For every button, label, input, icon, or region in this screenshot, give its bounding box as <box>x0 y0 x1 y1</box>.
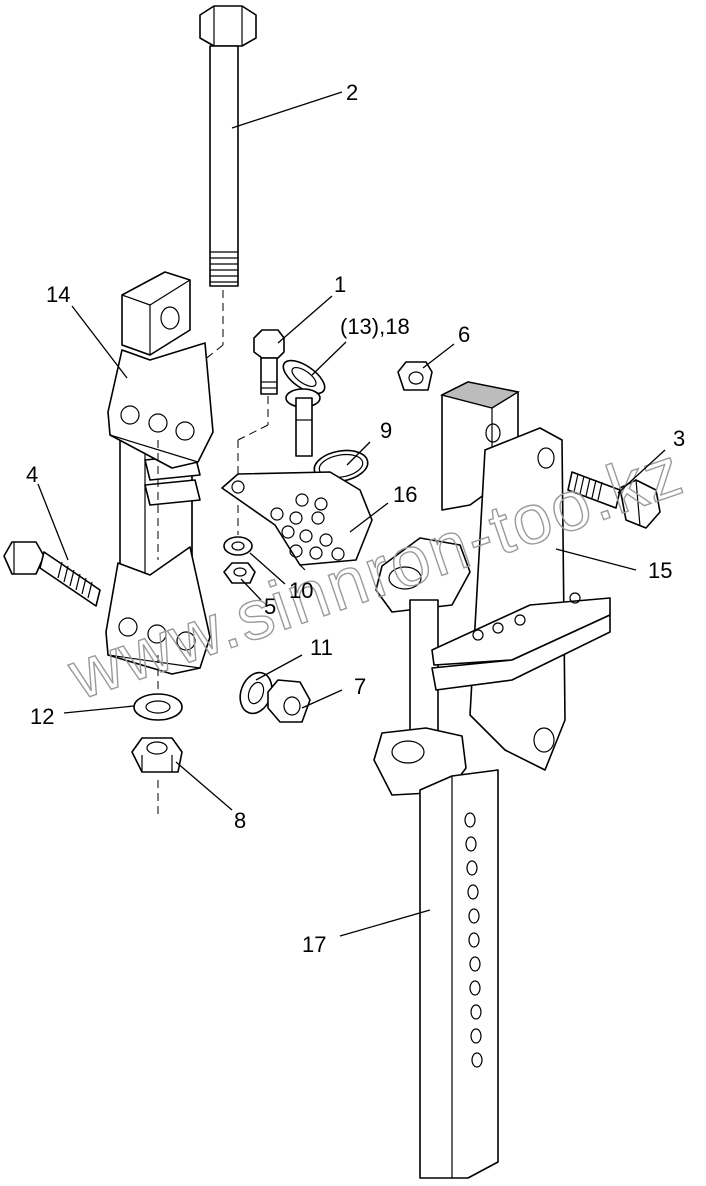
lock-washer-part-12 <box>133 693 183 721</box>
long-bolt-part <box>199 5 257 287</box>
callout-13-18: (13),18 <box>340 314 410 339</box>
leader-lines <box>37 91 666 937</box>
callout-15: 15 <box>648 558 672 583</box>
small-bolt-part <box>253 329 285 395</box>
callout-1: 1 <box>334 272 346 297</box>
callout-14: 14 <box>46 282 70 307</box>
main-bracket-part-15 <box>373 381 611 796</box>
bracket-assembly-part <box>105 271 214 675</box>
callout-10: 10 <box>289 578 313 603</box>
nut-part-6 <box>397 361 433 391</box>
callout-8: 8 <box>234 808 246 833</box>
callout-4: 4 <box>26 462 38 487</box>
callout-16: 16 <box>393 482 417 507</box>
callout-6: 6 <box>458 322 470 347</box>
callout-12: 12 <box>30 704 54 729</box>
nut-part-8 <box>131 737 183 773</box>
callout-2: 2 <box>346 80 358 105</box>
slotted-bar-part-17 <box>419 769 499 1179</box>
callout-3: 3 <box>673 426 685 451</box>
ring-pin-part <box>282 359 326 457</box>
perforated-plate-part <box>221 471 373 571</box>
callout-17: 17 <box>302 932 326 957</box>
callout-11: 11 <box>310 635 333 660</box>
callout-5: 5 <box>264 594 276 619</box>
callout-7: 7 <box>354 674 366 699</box>
callout-labels: 2 14 1 (13),18 6 9 3 4 16 15 10 5 11 7 1… <box>26 80 685 957</box>
side-bolt-part-3 <box>567 471 661 529</box>
callout-9: 9 <box>380 418 392 443</box>
small-nut-part-5 <box>223 562 256 584</box>
nut-part-7 <box>267 679 311 723</box>
side-bolt-part-4 <box>3 541 101 607</box>
washer-part-10 <box>223 536 253 556</box>
